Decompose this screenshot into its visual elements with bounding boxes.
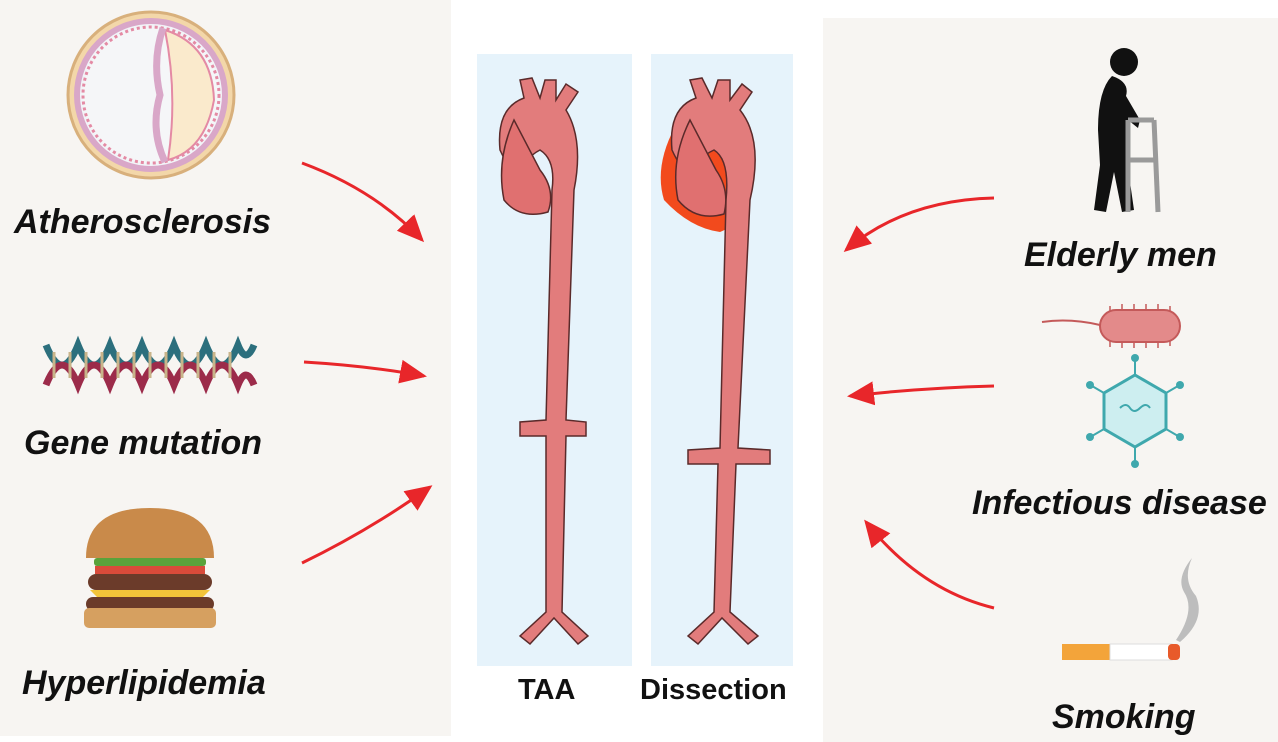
label-smoking: Smoking <box>1052 698 1196 737</box>
virus-icon <box>1086 354 1184 468</box>
arrow-smoking <box>866 522 994 608</box>
label-elderly-men: Elderly men <box>1024 236 1217 275</box>
arrow-atherosclerosis <box>302 163 422 240</box>
arrow-infectious-disease <box>850 386 994 396</box>
artery-cross-section-icon <box>68 12 234 178</box>
label-taa: TAA <box>518 674 575 707</box>
label-dissection: Dissection <box>640 674 787 707</box>
bacterium-icon <box>1042 304 1180 348</box>
label-atherosclerosis: Atherosclerosis <box>14 203 271 242</box>
elderly-man-walker-icon <box>1094 48 1158 212</box>
label-hyperlipidemia: Hyperlipidemia <box>22 664 266 703</box>
label-gene-mutation: Gene mutation <box>24 424 262 463</box>
arrow-hyperlipidemia <box>302 487 430 563</box>
risk-arrows <box>302 163 994 608</box>
arrow-elderly-men <box>846 198 994 250</box>
arrow-gene-mutation <box>304 362 424 376</box>
dna-helix-icon <box>46 345 254 385</box>
label-infectious-disease: Infectious disease <box>972 484 1267 523</box>
cigarette-icon <box>1062 558 1199 660</box>
aorta-taa <box>500 78 589 644</box>
aorta-dissection <box>661 78 770 644</box>
burger-icon <box>84 508 216 628</box>
